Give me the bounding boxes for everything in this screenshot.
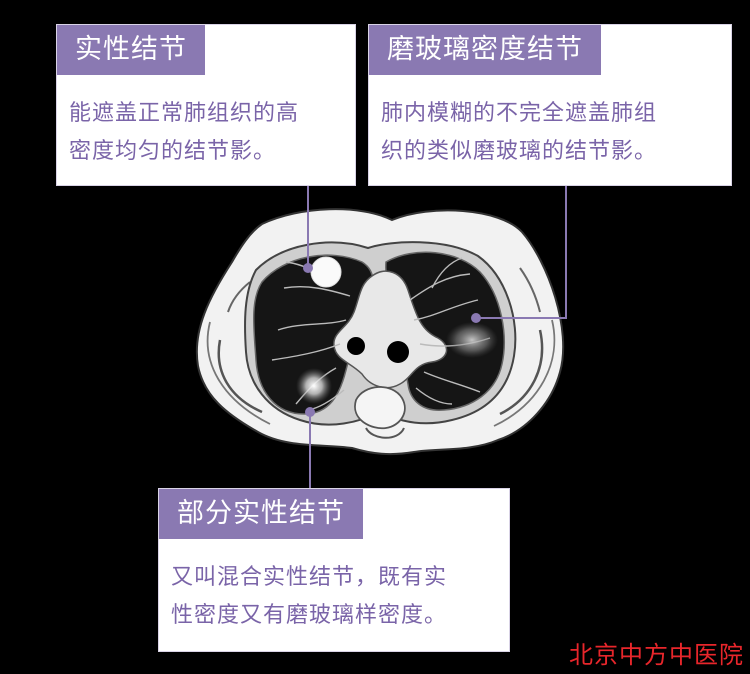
esophagus — [387, 341, 409, 363]
card-line: 肺内模糊的不完全遮盖肺组 — [381, 101, 658, 126]
card-line: 性密度又有磨玻璃样密度。 — [171, 603, 448, 628]
card-title-part-solid-nodule: 部分实性结节 — [159, 489, 363, 539]
hospital-credit: 北京中方中医院 — [569, 641, 744, 669]
connector-dot-ground-glass — [471, 313, 481, 323]
connector-dot-part-solid — [305, 407, 315, 417]
rib-left-3 — [227, 281, 251, 313]
card-line: 又叫混合实性结节，既有实 — [171, 565, 448, 590]
card-line: 密度均匀的结节影。 — [69, 139, 277, 164]
mediastinum — [333, 270, 448, 389]
rib-left — [217, 339, 263, 414]
connector-ground-glass — [478, 186, 567, 319]
rib-right — [499, 329, 544, 416]
lung-right — [253, 254, 374, 415]
card-body-ground-glass-nodule: 肺内模糊的不完全遮盖肺组 织的类似磨玻璃的结节影。 — [381, 95, 729, 171]
part-solid-nodule-marker — [296, 368, 332, 404]
solid-nodule-marker — [310, 256, 342, 288]
card-title-ground-glass-nodule: 磨玻璃密度结节 — [369, 25, 601, 75]
card-body-solid-nodule: 能遮盖正常肺组织的高 密度均匀的结节影。 — [69, 95, 353, 171]
card-solid-nodule: 实性结节 能遮盖正常肺组织的高 密度均匀的结节影。 — [56, 24, 356, 186]
rib-right-3 — [519, 267, 541, 313]
card-title-solid-nodule: 实性结节 — [57, 25, 205, 75]
card-line: 织的类似磨玻璃的结节影。 — [381, 139, 658, 164]
card-body-part-solid-nodule: 又叫混合实性结节，既有实 性密度又有磨玻璃样密度。 — [171, 559, 507, 635]
card-line: 能遮盖正常肺组织的高 — [69, 101, 300, 126]
card-part-solid-nodule: 部分实性结节 又叫混合实性结节，既有实 性密度又有磨玻璃样密度。 — [158, 488, 510, 652]
rib-right-2 — [493, 319, 556, 427]
ground-glass-nodule-marker — [446, 322, 498, 358]
card-ground-glass-nodule: 磨玻璃密度结节 肺内模糊的不完全遮盖肺组 织的类似磨玻璃的结节影。 — [368, 24, 732, 186]
rib-left-2 — [206, 321, 271, 425]
trachea — [347, 337, 365, 355]
vertebra — [354, 386, 406, 430]
connector-dot-solid — [303, 263, 313, 273]
spinous-process — [365, 427, 405, 439]
